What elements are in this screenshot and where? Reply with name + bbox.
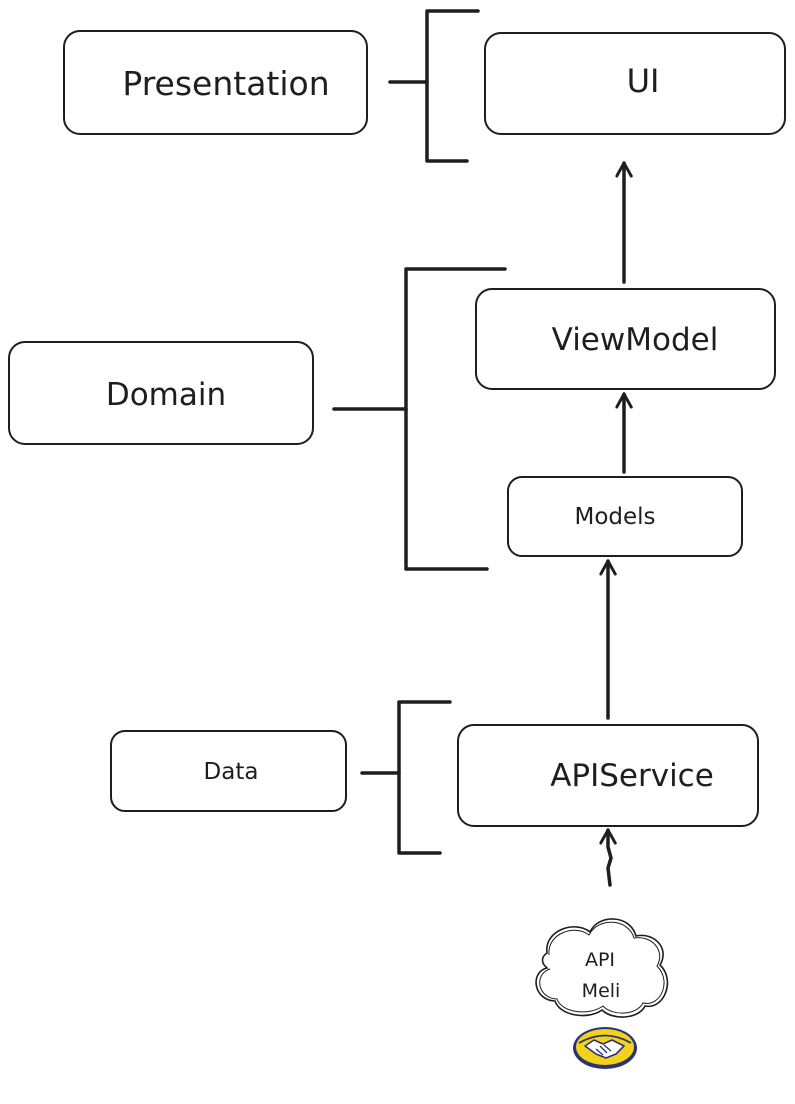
layer-data-label: Data — [204, 759, 259, 785]
arrow-api-to-apiservice — [599, 828, 617, 887]
component-viewmodel-label: ViewModel — [552, 322, 719, 358]
api-meli-line2: Meli — [582, 980, 621, 1002]
api-meli-line1: API — [585, 949, 615, 971]
component-apiservice: APIService — [457, 724, 759, 827]
layer-data: Data — [110, 730, 347, 812]
data-bracket — [360, 700, 452, 855]
layer-domain-label: Domain — [106, 377, 226, 413]
component-viewmodel: ViewModel — [475, 288, 776, 390]
component-models-label: Models — [574, 504, 655, 530]
presentation-bracket — [388, 9, 480, 163]
component-apiservice-label: APIService — [550, 758, 714, 794]
layer-presentation: Presentation — [63, 30, 368, 135]
component-ui: UI — [484, 32, 786, 135]
layer-domain: Domain — [8, 341, 314, 445]
api-meli-cloud: API Meli — [535, 918, 669, 1018]
component-ui-label: UI — [627, 62, 660, 100]
component-models: Models — [507, 476, 743, 557]
handshake-logo-icon — [573, 1027, 637, 1069]
layer-presentation-label: Presentation — [122, 64, 329, 103]
domain-bracket — [332, 267, 507, 571]
